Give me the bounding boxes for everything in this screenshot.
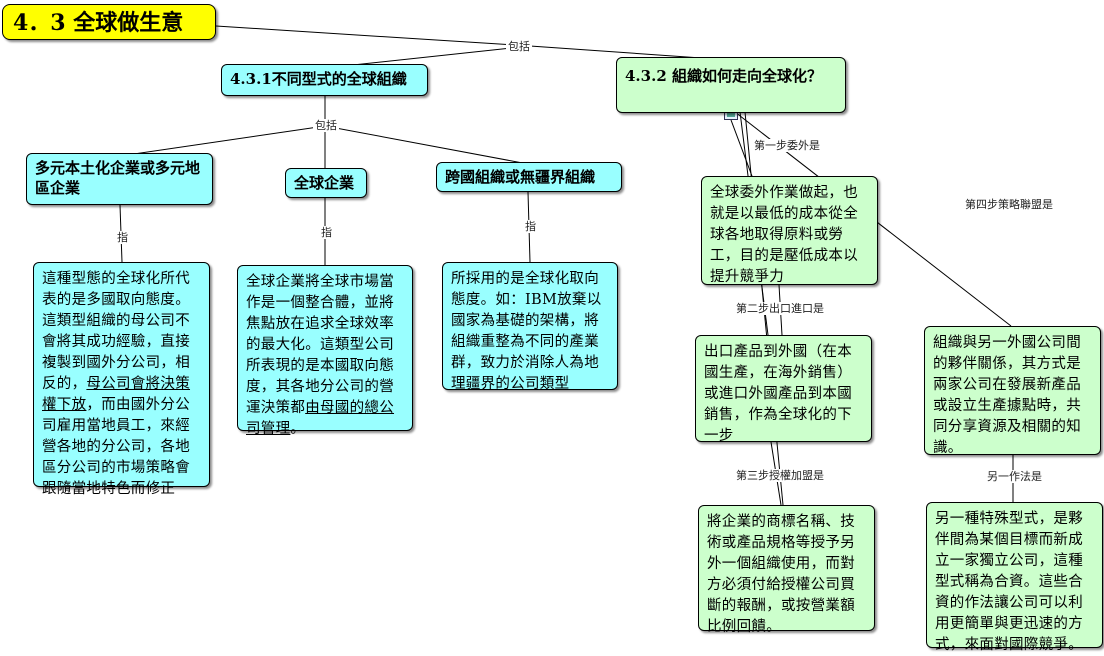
export-import-text: 出口產品到外國（在本國生產，在海外銷售）或進口外國產品到本國銷售，作為全球化的下… (704, 344, 852, 444)
multidomestic-desc-underlined: 母公司會將決策權下放 (42, 376, 191, 413)
link-label-another: 另一作法是 (985, 470, 1044, 483)
multidomestic-node[interactable]: 多元本土化企業或多元地區企業 (26, 153, 213, 205)
link-label-zhi-3: 指 (523, 220, 538, 233)
joint-venture-node[interactable]: 另一種特殊型式，是夥伴間為某個目標而新成立一家獨立公司，這種型式稱為合資。這些合… (926, 502, 1103, 653)
multidomestic-desc-a: 這種型態的全球化所代表的是多國取向態度。這類型組織的母公司不會將其成功經驗，直接… (42, 271, 190, 392)
global-company-node[interactable]: 全球企業 (285, 168, 367, 198)
transnational-title: 跨國組織或無疆界組織 (445, 168, 596, 186)
link-label-section1: 包括 (313, 119, 339, 132)
global-company-title: 全球企業 (294, 174, 355, 192)
transnational-node[interactable]: 跨國組織或無疆界組織 (436, 162, 622, 192)
licensing-node[interactable]: 將企業的商標名稱、技術或產品規格等授予另外一個組織使用，而對方必須付給授權公司買… (698, 505, 875, 635)
global-company-desc[interactable]: 全球企業將全球市場當作是一個整合體，並將焦點放在追求全球效率的最大化。這類型公司… (237, 265, 413, 437)
root-title: 4．3 全球做生意 (13, 10, 184, 36)
link-label-step3: 第三步授權加盟是 (734, 469, 826, 482)
section-4-3-2-title: 4.3.2 組織如何走向全球化？ (625, 67, 822, 85)
outsourcing-node[interactable]: 全球委外作業做起，也就是以最低的成本從全球各地取得原料或勞工，目的是壓低成本以提… (701, 176, 878, 285)
outsourcing-text: 全球委外作業做起，也就是以最低的成本從全球各地取得原料或勞工，目的是壓低成本以提… (710, 185, 858, 285)
section-4-3-1-title: 4.3.1不同型式的全球組織 (230, 70, 407, 88)
multidomestic-title: 多元本土化企業或多元地區企業 (35, 159, 201, 197)
strategic-alliance-text: 組織與另一外國公司間的夥伴關係，其方式是兩家公司在發展新產品或設立生產據點時，共… (933, 335, 1081, 456)
link-label-step4: 第四步策略聯盟是 (963, 198, 1055, 211)
link-label-zhi-2: 指 (319, 226, 334, 239)
export-import-node[interactable]: 出口產品到外國（在本國生產，在海外銷售）或進口外國產品到本國銷售，作為全球化的下… (695, 335, 872, 444)
global-company-desc-underlined: 由母國的總公司管理 (246, 400, 395, 437)
joint-venture-text: 另一種特殊型式，是夥伴間為某個目標而新成立一家獨立公司，這種型式稱為合資。這些合… (935, 511, 1083, 653)
global-company-desc-a: 全球企業將全球市場當作是一個整合體，並將焦點放在追求全球效率的最大化。這類型公司… (246, 274, 394, 416)
global-company-desc-b: 。 (290, 421, 306, 437)
multidomestic-desc-b: ，而由國外分公司雇用當地員工，來經營各地的分公司，各地區分公司的市場策略會跟隨當… (42, 397, 191, 497)
link-label-step2: 第二步出口進口是 (734, 302, 826, 315)
link-label-root: 包括 (506, 40, 532, 53)
strategic-alliance-node[interactable]: 組織與另一外國公司間的夥伴關係，其方式是兩家公司在發展新產品或設立生產據點時，共… (924, 326, 1101, 456)
transnational-desc-text: 所採用的是全球化取向態度。如：IBM放棄以國家為基礎的架構，將組織重整為不同的產… (451, 271, 602, 392)
multidomestic-desc[interactable]: 這種型態的全球化所代表的是多國取向態度。這類型組織的母公司不會將其成功經驗，直接… (33, 262, 210, 497)
section-4-3-2[interactable]: 4.3.2 組織如何走向全球化？ (616, 57, 846, 113)
section-4-3-1[interactable]: 4.3.1不同型式的全球組織 (221, 64, 428, 96)
link-label-step1: 第一步委外是 (752, 139, 822, 152)
transnational-desc[interactable]: 所採用的是全球化取向態度。如：IBM放棄以國家為基礎的架構，將組織重整為不同的產… (442, 262, 618, 392)
licensing-text: 將企業的商標名稱、技術或產品規格等授予另外一個組織使用，而對方必須付給授權公司買… (707, 514, 855, 635)
link-label-zhi-1: 指 (115, 231, 130, 244)
root-topic[interactable]: 4．3 全球做生意 (2, 4, 216, 40)
